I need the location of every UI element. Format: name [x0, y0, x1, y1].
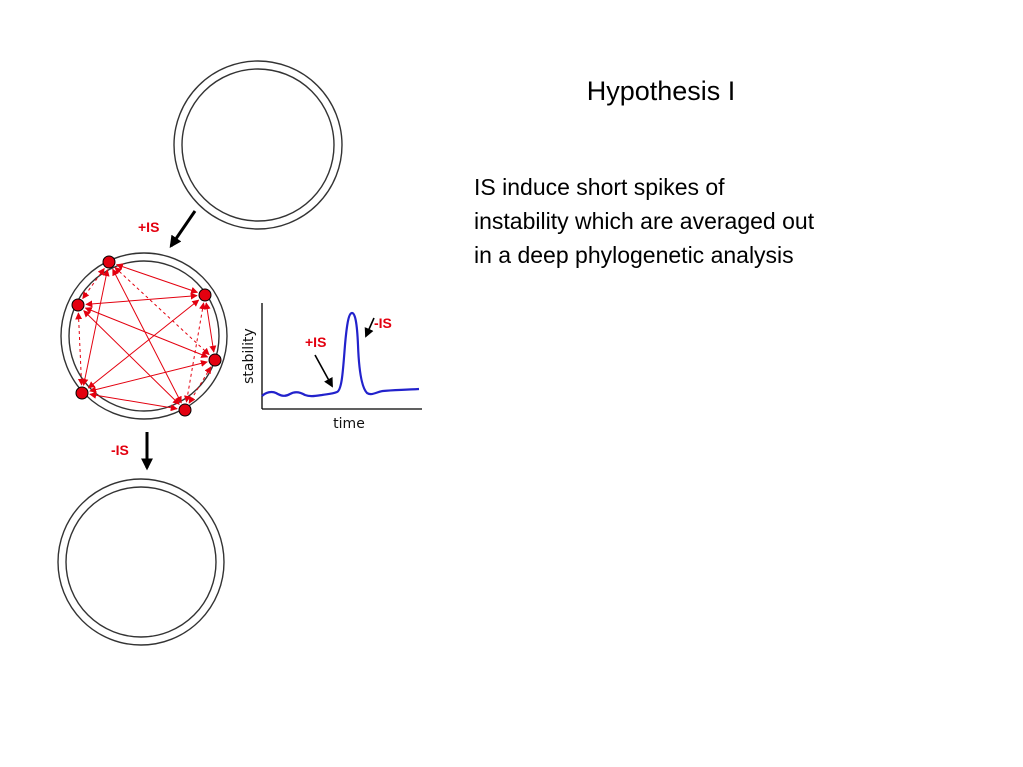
plot-y-label: stability [241, 328, 257, 384]
body-line: instability which are averaged out [474, 208, 815, 234]
slide-title: Hypothesis I [586, 76, 736, 106]
is-interaction-edge-dashed [188, 366, 212, 404]
is-element-node [208, 353, 222, 367]
is-element-node [71, 298, 85, 312]
is-interaction-edge [89, 360, 208, 393]
is-element-node [178, 403, 192, 417]
is-elements [71, 255, 222, 417]
gain-is-label: +IS [138, 219, 159, 235]
is-interaction-edge [203, 302, 217, 353]
is-element-node [102, 255, 116, 269]
plot-gain-arrow [314, 354, 333, 388]
is-interaction-edge [84, 307, 209, 358]
plot-loss-arrow [364, 317, 375, 338]
is-interaction-edge [89, 391, 178, 412]
plot-gain-label: +IS [305, 334, 326, 350]
body-line: IS induce short spikes of [474, 174, 725, 200]
is-element-node [198, 288, 212, 302]
is-interaction-edge [115, 263, 199, 294]
is-interaction-edge [83, 310, 180, 405]
is-interaction-edges [75, 263, 217, 412]
gain-is-arrow [169, 210, 197, 248]
is-interaction-edge-dashed [184, 302, 206, 403]
slide-body: IS induce short spikes of instability wh… [474, 170, 914, 272]
is-interaction-edge-dashed [75, 312, 85, 386]
is-interaction-edge-dashed [82, 267, 105, 300]
is-interaction-edge [87, 299, 200, 389]
body-line: in a deep phylogenetic analysis [474, 242, 794, 268]
stability-line [261, 311, 420, 398]
is-element-node [75, 386, 89, 400]
is-interaction-edge [85, 292, 198, 308]
loss-is-label: -IS [111, 442, 129, 458]
plot-x-label: time [333, 416, 365, 432]
stability-plot: time stability +IS -IS [241, 303, 422, 432]
genome-ring-top [173, 60, 343, 230]
plot-loss-label: -IS [374, 315, 392, 331]
genome-ring-bottom [57, 478, 225, 646]
